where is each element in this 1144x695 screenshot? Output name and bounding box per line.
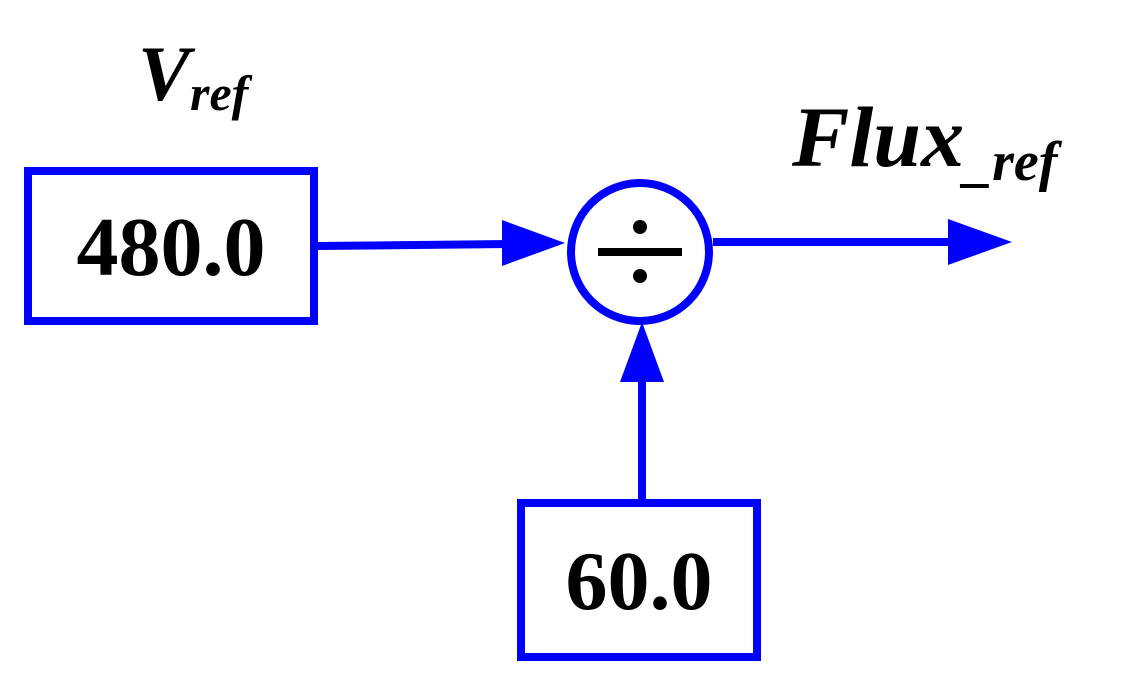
constant-value-divisor: 60.0 xyxy=(566,535,713,628)
vref-symbol: V xyxy=(138,30,196,117)
constant-value-vref: 480.0 xyxy=(77,201,266,294)
constant-block-divisor xyxy=(517,499,761,661)
arrowhead-divisor xyxy=(620,322,664,382)
flux-ref-label: Flux_ref xyxy=(791,89,1063,193)
flux-label: Flux xyxy=(791,89,964,185)
arrowhead-vref xyxy=(502,220,565,266)
divide-icon xyxy=(598,220,682,283)
signal-line-vref xyxy=(317,240,511,250)
vref-label: Vref xyxy=(138,30,253,121)
flux-subscript: _ref xyxy=(959,131,1063,193)
vref-subscript: ref xyxy=(190,65,253,121)
arrowhead-output xyxy=(948,219,1012,265)
divide-block xyxy=(567,179,713,325)
constant-block-vref xyxy=(24,167,318,325)
